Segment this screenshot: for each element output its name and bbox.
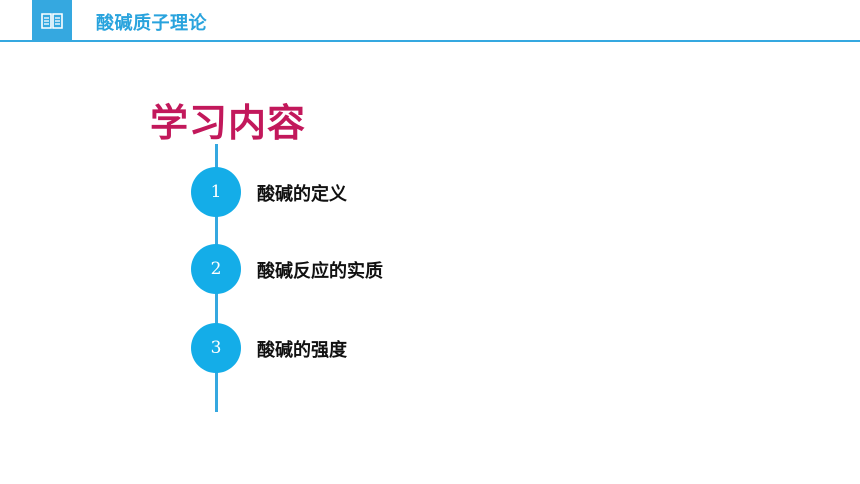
item-number-circle: 1 [191, 167, 241, 217]
item-number-circle: 2 [191, 244, 241, 294]
item-label: 酸碱的定义 [257, 184, 347, 205]
open-book-icon [41, 12, 63, 29]
header-divider [0, 40, 860, 42]
list-item-1[interactable]: 1 酸碱的定义 [191, 167, 591, 217]
list-item-3[interactable]: 3 酸碱的强度 [191, 323, 591, 373]
header-bar: 酸碱质子理论 [0, 0, 860, 44]
header-title: 酸碱质子理论 [96, 13, 207, 34]
item-label: 酸碱的强度 [257, 340, 347, 361]
item-number-circle: 3 [191, 323, 241, 373]
list-item-2[interactable]: 2 酸碱反应的实质 [191, 244, 591, 294]
book-icon-box [32, 0, 72, 41]
section-title: 学习内容 [150, 101, 307, 145]
item-label: 酸碱反应的实质 [257, 261, 383, 282]
